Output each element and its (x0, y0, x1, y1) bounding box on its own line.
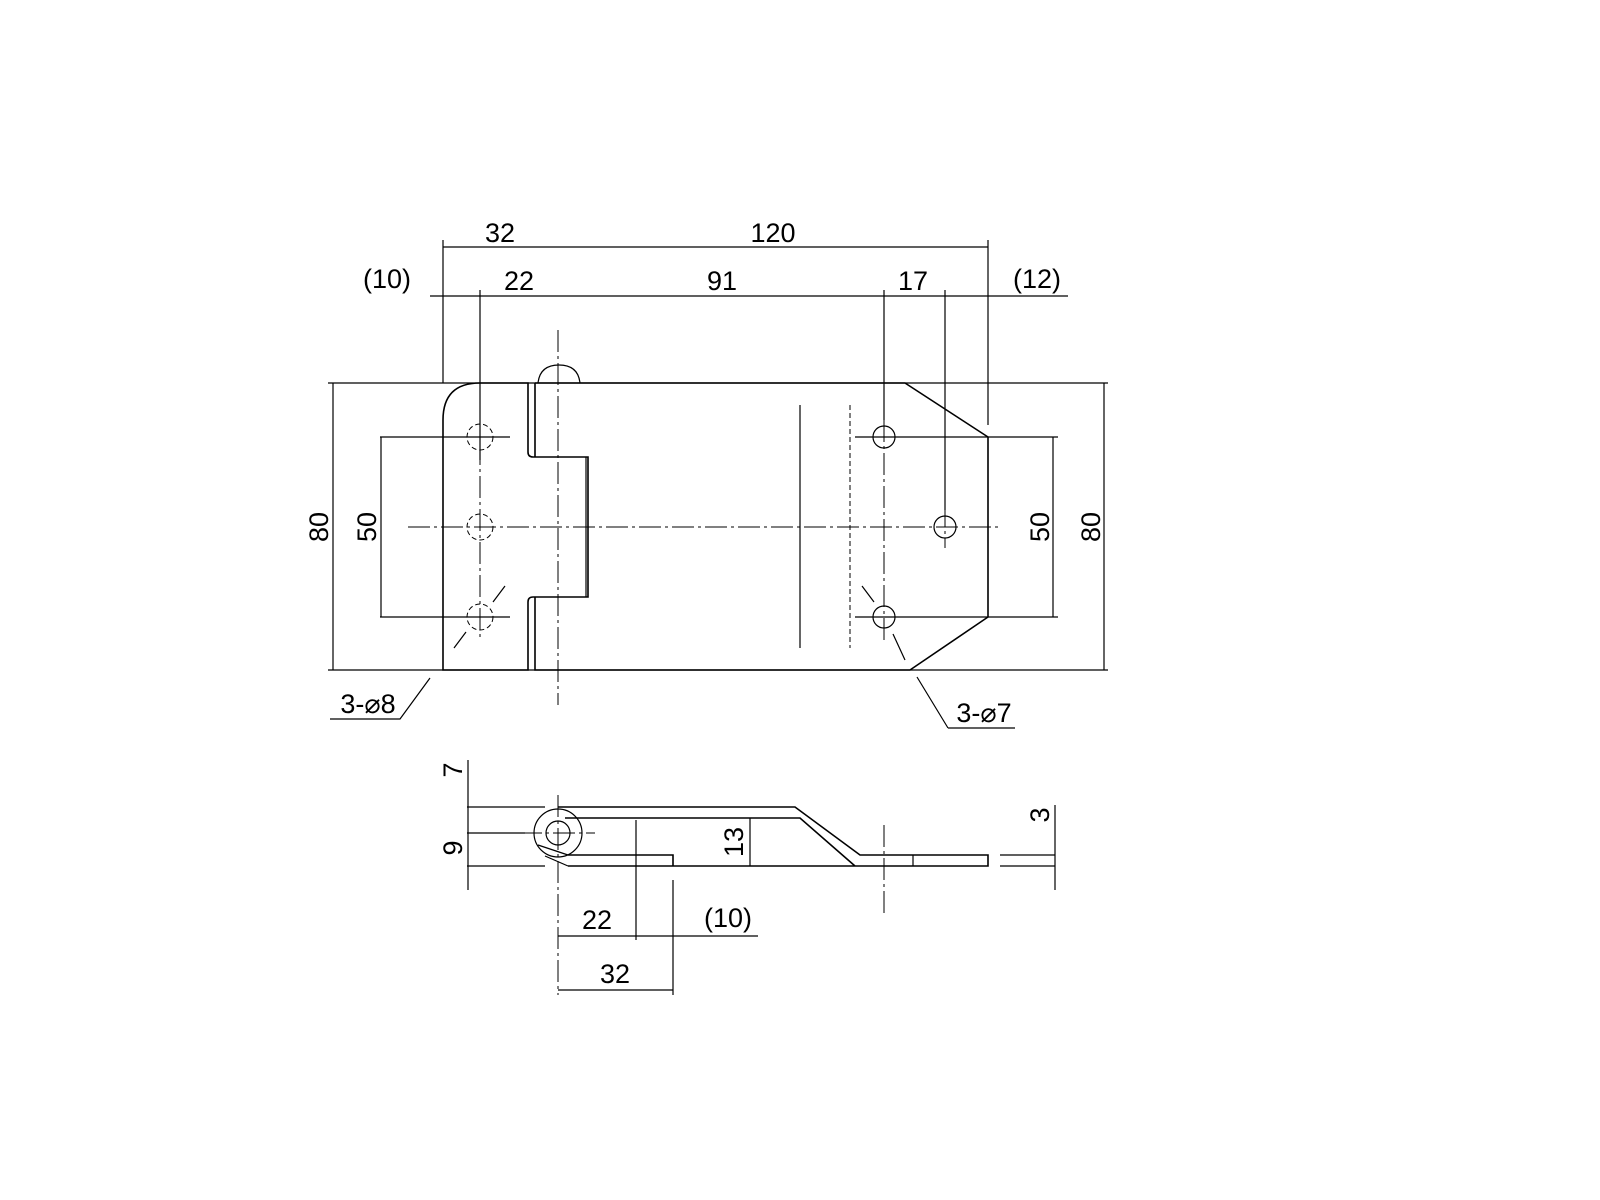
countersunk-holes (466, 423, 494, 631)
side-view: 7 9 13 3 22 (10) 32 (438, 760, 1056, 995)
dim-50-right: 50 (1025, 512, 1055, 542)
mounting-holes (872, 425, 957, 629)
dim-91: 91 (707, 266, 737, 296)
dim-9: 9 (438, 840, 468, 855)
dim-50-left: 50 (352, 512, 382, 542)
extension-lines (328, 240, 1108, 671)
callout-3-dia8: 3-⌀8 (340, 689, 395, 719)
hinge-profile (558, 806, 989, 867)
dim-22: 22 (504, 266, 534, 296)
top-view: 32 120 (10) 22 91 17 (12) 80 50 50 80 3-… (304, 218, 1108, 729)
dim-10-side: (10) (704, 903, 752, 933)
knuckle-bump (537, 364, 581, 384)
dim-22-side: 22 (582, 905, 612, 935)
dim-17: 17 (898, 266, 928, 296)
right-leaf (534, 382, 989, 671)
dim-32-side: 32 (600, 959, 630, 989)
dim-120: 120 (750, 218, 795, 248)
dim-80-right: 80 (1076, 512, 1106, 542)
leader-lines (330, 676, 1015, 729)
dim-3: 3 (1025, 807, 1055, 822)
side-dimension-lines (467, 760, 1056, 995)
dim-80-left: 80 (304, 512, 334, 542)
center-lines (408, 330, 1000, 705)
left-leaf (442, 382, 589, 671)
dimension-lines (332, 246, 1105, 670)
dim-32: 32 (485, 218, 515, 248)
dim-12: (12) (1013, 264, 1061, 294)
dim-7: 7 (438, 762, 468, 777)
dim-13: 13 (719, 827, 749, 857)
dim-10: (10) (363, 264, 411, 294)
callout-3-dia7: 3-⌀7 (956, 698, 1011, 728)
